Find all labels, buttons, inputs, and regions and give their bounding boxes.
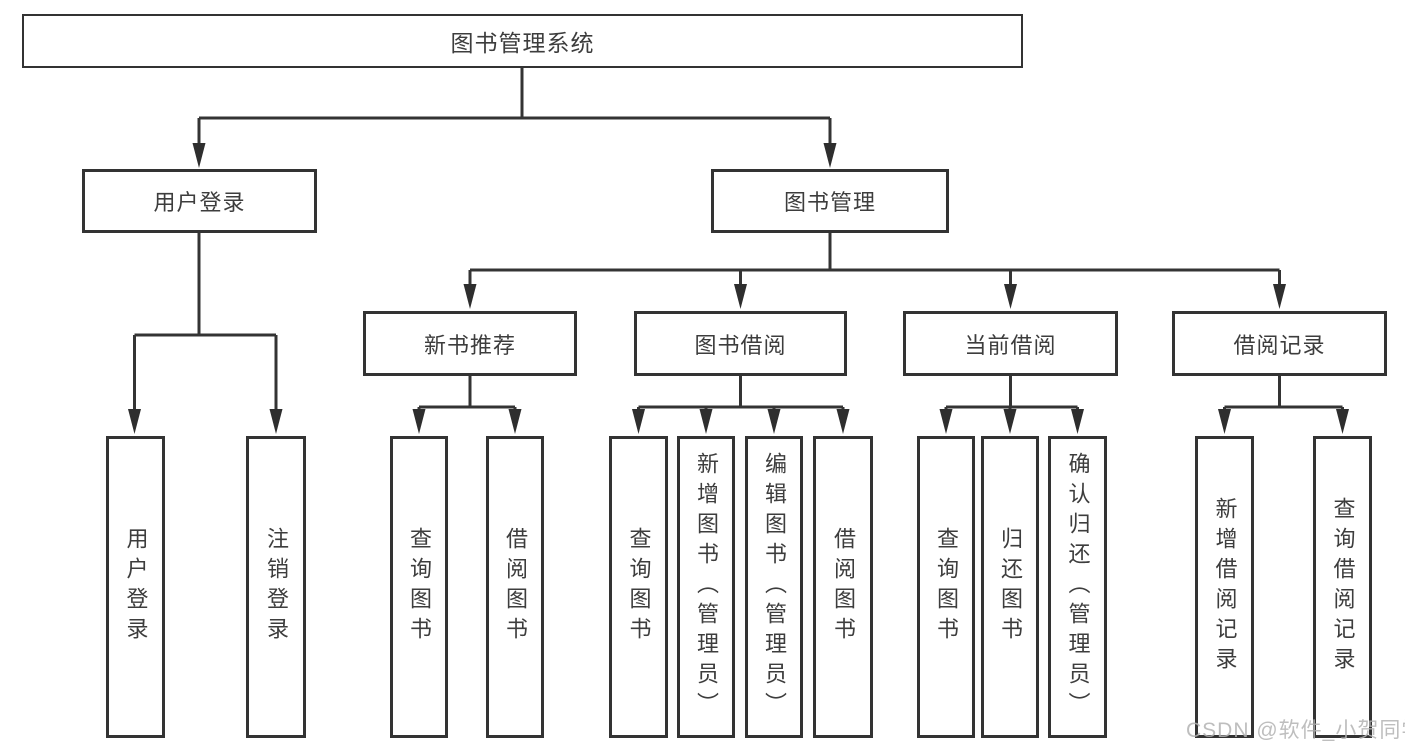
leaf-recommend-borrow-book: 借阅图书 (486, 436, 544, 738)
node-library-management-system: 图书管理系统 (22, 14, 1023, 68)
node-label: 查询借阅记录 (1330, 497, 1356, 677)
node-label: 图书管理 (783, 190, 876, 215)
node-borrowing-records: 借阅记录 (1172, 311, 1387, 376)
node-label: 编辑图书（管理员） (762, 452, 787, 722)
node-label: 用户登录 (153, 190, 246, 215)
node-book-borrowing: 图书借阅 (634, 311, 847, 376)
leaf-add-borrow-record: 新增借阅记录 (1195, 436, 1254, 738)
node-label: 确认归还（管理员） (1065, 452, 1091, 722)
node-user-login: 用户登录 (82, 169, 317, 233)
leaf-confirm-return-admin: 确认归还（管理员） (1048, 436, 1107, 738)
leaf-add-book-admin: 新增图书（管理员） (677, 436, 735, 738)
leaf-user-login: 用户登录 (106, 436, 165, 738)
node-label: 查询图书 (407, 527, 432, 647)
node-label: 新增图书（管理员） (694, 452, 719, 722)
node-label: 新书推荐 (423, 332, 516, 358)
node-label: 新增借阅记录 (1212, 497, 1238, 677)
node-book-management: 图书管理 (711, 169, 949, 233)
node-new-book-recommend: 新书推荐 (363, 311, 577, 376)
node-label: 归还图书 (998, 527, 1023, 647)
node-label: 借阅图书 (503, 527, 528, 647)
node-label: 借阅图书 (831, 527, 856, 647)
node-label: 图书管理系统 (450, 30, 595, 56)
node-label: 当前借阅 (964, 332, 1057, 358)
node-label: 图书借阅 (694, 332, 787, 358)
leaf-query-borrow-record: 查询借阅记录 (1313, 436, 1372, 738)
leaf-logout: 注销登录 (246, 436, 306, 738)
leaf-borrowing-query-book: 查询图书 (609, 436, 668, 738)
leaf-current-query-book: 查询图书 (917, 436, 975, 738)
node-current-borrowing: 当前借阅 (903, 311, 1118, 376)
node-label: 查询图书 (934, 527, 959, 647)
node-label: 查询图书 (626, 527, 652, 647)
node-label: 用户登录 (123, 527, 149, 647)
watermark: CSDN @软件_小贺同学 (1186, 719, 1405, 742)
arrowheads (128, 143, 1349, 434)
leaf-borrowing-borrow-book: 借阅图书 (813, 436, 873, 738)
leaf-edit-book-admin: 编辑图书（管理员） (745, 436, 803, 738)
node-label: 注销登录 (264, 527, 289, 647)
leaf-return-book: 归还图书 (981, 436, 1039, 738)
node-label: 借阅记录 (1233, 332, 1326, 358)
leaf-recommend-query-book: 查询图书 (390, 436, 448, 738)
